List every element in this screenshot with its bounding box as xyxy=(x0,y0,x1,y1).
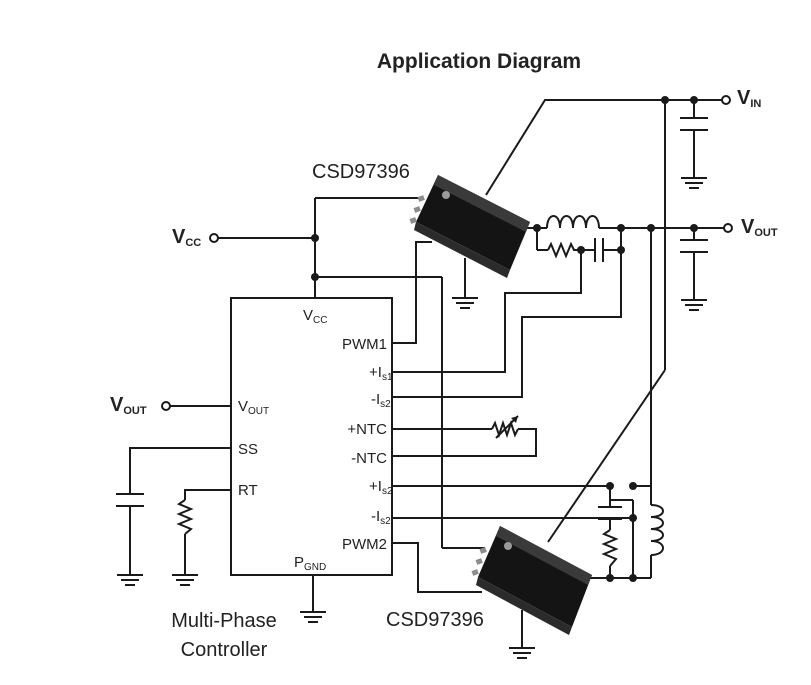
ground-icon xyxy=(452,297,478,309)
pin-is1-plus: +Is1 xyxy=(369,364,393,383)
ground-icon xyxy=(681,177,707,189)
pin-vcc: VCC xyxy=(303,307,327,326)
terminals xyxy=(161,95,733,411)
capacitors xyxy=(116,117,708,520)
pin-vout: VOUT xyxy=(238,398,269,417)
controller-box xyxy=(230,297,393,576)
ground-icon xyxy=(509,647,535,659)
junction-dots xyxy=(311,96,698,582)
chip-label-bottom: CSD97396 xyxy=(386,609,484,631)
snubber-resistor-top xyxy=(547,241,577,259)
snubber-capacitor-bottom xyxy=(598,506,622,520)
pin-pwm1: PWM1 xyxy=(342,336,387,353)
controller-label-line1: Multi-Phase xyxy=(171,610,277,632)
chip-label-top: CSD97396 xyxy=(312,161,410,183)
vout-label: VOUT xyxy=(741,216,778,239)
vin-capacitor xyxy=(680,117,708,131)
ground-icon xyxy=(117,574,143,586)
vin-label: VIN xyxy=(737,87,761,110)
snubber-capacitor-top xyxy=(594,238,604,262)
pin-pgnd: PGND xyxy=(294,554,326,573)
ntc-thermistor xyxy=(491,415,519,439)
pin-ss: SS xyxy=(238,441,258,458)
resistors xyxy=(176,241,619,567)
ground-icon xyxy=(681,299,707,311)
vout-capacitor xyxy=(680,239,708,253)
vcc-label: VCC xyxy=(172,226,201,249)
inductors xyxy=(546,215,664,556)
pin-is2-minus-top: -Is2 xyxy=(371,391,391,410)
output-inductor-bottom xyxy=(650,504,664,556)
output-inductor-top xyxy=(546,215,600,229)
ground-icon xyxy=(172,574,198,586)
pin-rt: RT xyxy=(238,482,258,499)
pin-ntc-plus: +NTC xyxy=(347,421,387,438)
diagram-title: Application Diagram xyxy=(377,50,581,73)
pin-is2-minus-bottom: -Is2 xyxy=(371,508,391,527)
power-stage-chip-top xyxy=(409,175,530,278)
vcc-terminal xyxy=(209,233,219,243)
vout-left-terminal xyxy=(161,401,171,411)
pin-is2-plus: +Is2 xyxy=(369,478,393,497)
pin-ntc-minus: -NTC xyxy=(351,450,387,467)
rt-resistor xyxy=(176,499,194,535)
vout-left-label: VOUT xyxy=(110,394,147,417)
power-stage-chip-bottom xyxy=(471,526,592,635)
vin-terminal xyxy=(721,95,731,105)
ss-capacitor xyxy=(116,493,144,507)
pin-pwm2: PWM2 xyxy=(342,536,387,553)
snubber-resistor-bottom xyxy=(601,529,619,567)
vout-terminal xyxy=(723,223,733,233)
ground-icon xyxy=(300,611,326,623)
wires xyxy=(129,99,724,648)
ground-symbols xyxy=(117,177,707,659)
controller-label-line2: Controller xyxy=(181,639,268,661)
